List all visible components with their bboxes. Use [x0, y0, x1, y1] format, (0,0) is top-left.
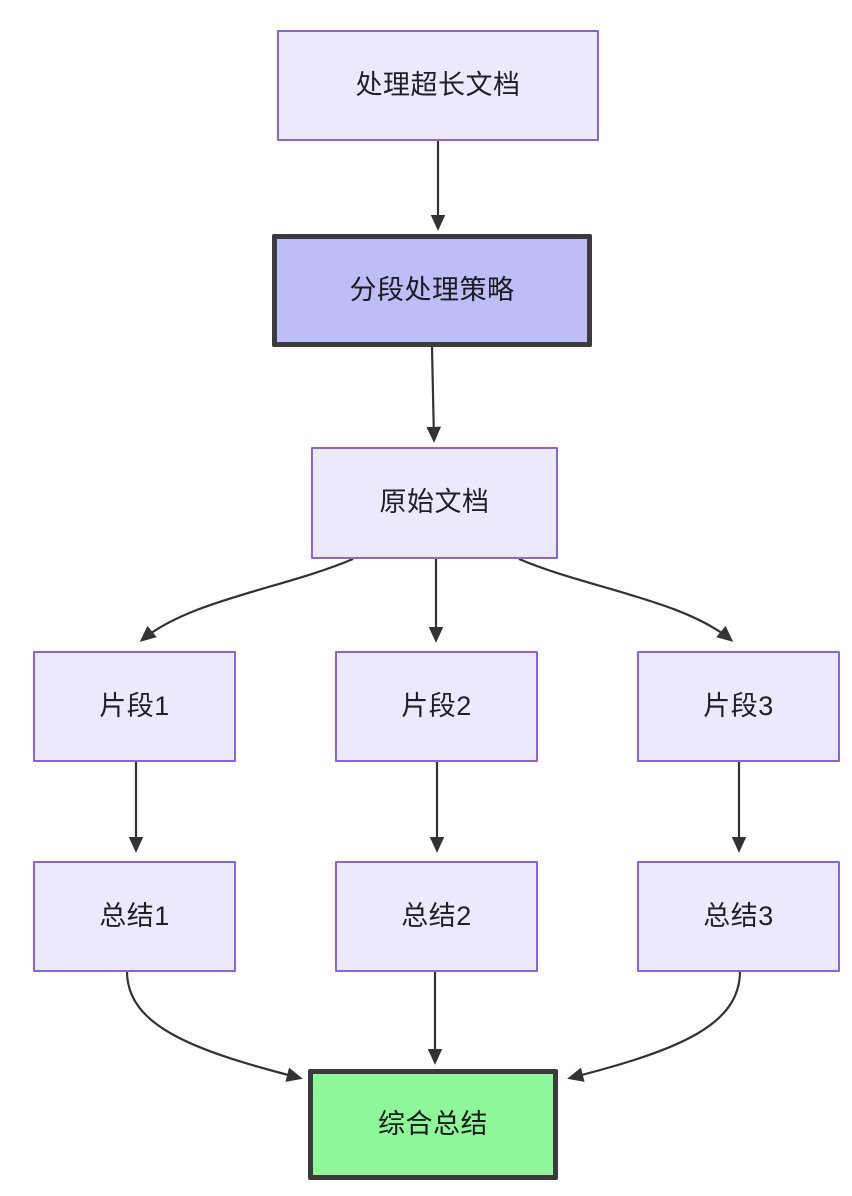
node-chunk3[interactable]: 片段3	[637, 651, 840, 762]
edge-summary1-to-final	[125, 970, 303, 1082]
node-summary3[interactable]: 总结3	[637, 861, 840, 972]
edge-source-doc-to-chunk3	[518, 557, 734, 642]
node-summary2-label: 总结2	[401, 900, 472, 931]
node-strategy-label: 分段处理策略	[349, 274, 515, 305]
node-source-doc-label: 原始文档	[379, 487, 490, 518]
node-final-label: 综合总结	[378, 1108, 488, 1139]
node-source-doc[interactable]: 原始文档	[311, 447, 558, 559]
node-start[interactable]: 处理超长文档	[277, 30, 599, 141]
node-strategy[interactable]: 分段处理策略	[272, 234, 592, 347]
node-chunk3-label: 片段3	[703, 690, 774, 721]
node-chunk1[interactable]: 片段1	[33, 651, 236, 762]
node-summary2[interactable]: 总结2	[335, 861, 538, 972]
node-final[interactable]: 综合总结	[308, 1069, 558, 1180]
node-summary1[interactable]: 总结1	[33, 861, 236, 972]
node-chunk1-label: 片段1	[99, 690, 170, 721]
edge-source-doc-to-chunk1	[139, 557, 354, 642]
node-summary3-label: 总结3	[703, 900, 774, 931]
node-start-label: 处理超长文档	[355, 69, 521, 100]
node-chunk2[interactable]: 片段2	[335, 651, 538, 762]
node-summary1-label: 总结1	[99, 900, 170, 931]
edge-summary3-to-final	[567, 970, 742, 1082]
node-chunk2-label: 片段2	[401, 690, 472, 721]
edge-strategy-to-source-doc	[426, 346, 442, 443]
